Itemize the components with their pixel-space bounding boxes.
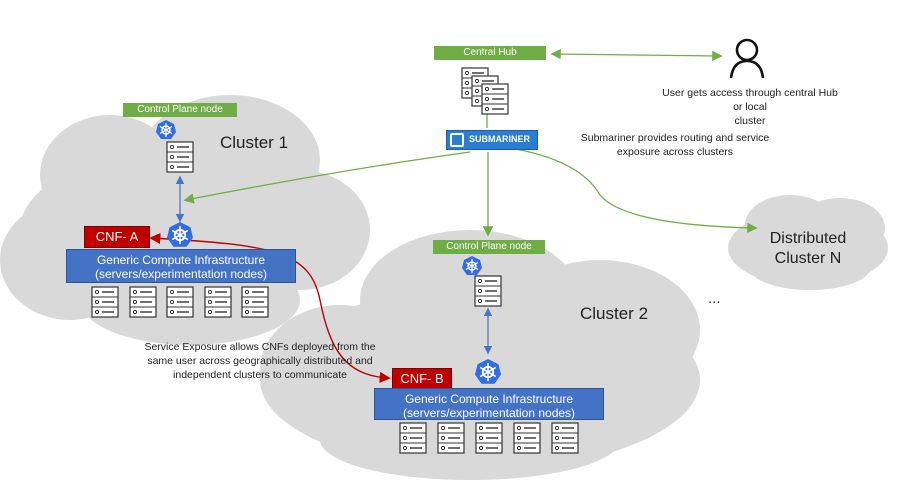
service-note-line2: same user across geographically distribu… bbox=[147, 355, 373, 367]
cnf-b-box: CNF- B bbox=[392, 368, 452, 390]
submariner-mark-icon bbox=[450, 133, 464, 147]
hub-user-link bbox=[550, 48, 723, 62]
cluster2-cp-server-icon bbox=[474, 275, 502, 307]
cluster1-infra-line1: Generic Compute Infrastructure bbox=[96, 253, 266, 267]
cluster1-worker-servers bbox=[91, 286, 269, 318]
service-exposure-link bbox=[149, 232, 391, 383]
service-exposure-note: Service Exposure allows CNFs deployed fr… bbox=[140, 340, 380, 382]
submariner-note-line1: Submariner provides routing and service bbox=[580, 132, 770, 144]
cluster1-title: Cluster 1 bbox=[220, 133, 289, 152]
cluster1-infra-line2: (servers/experimentation nodes) bbox=[94, 267, 268, 281]
submariner-cluster1-link bbox=[183, 151, 471, 204]
cluster2-infra-line1: Generic Compute Infrastructure bbox=[404, 392, 574, 406]
submariner-logo: SUBMARINER bbox=[446, 130, 538, 150]
submariner-clusterN-link bbox=[509, 147, 758, 234]
service-note-line3: independent clusters to communicate bbox=[173, 369, 347, 381]
central-hub-tag: Central Hub bbox=[434, 46, 546, 60]
cluster2-title: Cluster 2 bbox=[580, 304, 649, 323]
service-note-line1: Service Exposure allows CNFs deployed fr… bbox=[144, 341, 376, 353]
clusterN-title-line1: Distributed bbox=[769, 230, 847, 247]
cluster2-infra-bar: Generic Compute Infrastructure (servers/… bbox=[374, 388, 604, 420]
cluster1-infra-bar: Generic Compute Infrastructure (servers/… bbox=[66, 249, 296, 283]
clusterN-title-line2: Cluster N bbox=[774, 250, 842, 267]
more-clusters-ellipsis: ... bbox=[708, 290, 721, 307]
hub-server-icon bbox=[461, 67, 509, 115]
cluster2-control-plane-tag: Control Plane node bbox=[433, 240, 545, 254]
cluster1-control-plane-tag: Control Plane node bbox=[123, 103, 237, 117]
clusterN-cloud bbox=[728, 195, 888, 290]
user-note-line1: User gets access through central Hub or … bbox=[662, 87, 838, 113]
submariner-note-line2: exposure across clusters bbox=[616, 146, 734, 158]
submariner-note: Submariner provides routing and service … bbox=[560, 131, 790, 159]
cluster2-infra-line2: (servers/experimentation nodes) bbox=[402, 406, 576, 420]
cluster1-cp-server-icon bbox=[166, 141, 194, 173]
submariner-logo-text: SUBMARINER bbox=[469, 134, 531, 144]
user-note-line2: cluster bbox=[734, 115, 766, 127]
cnf-a-box: CNF- A bbox=[84, 226, 150, 248]
user-icon bbox=[729, 38, 765, 79]
clusterN-title: Distributed Cluster N bbox=[748, 229, 868, 269]
user-access-note: User gets access through central Hub or … bbox=[660, 86, 840, 128]
